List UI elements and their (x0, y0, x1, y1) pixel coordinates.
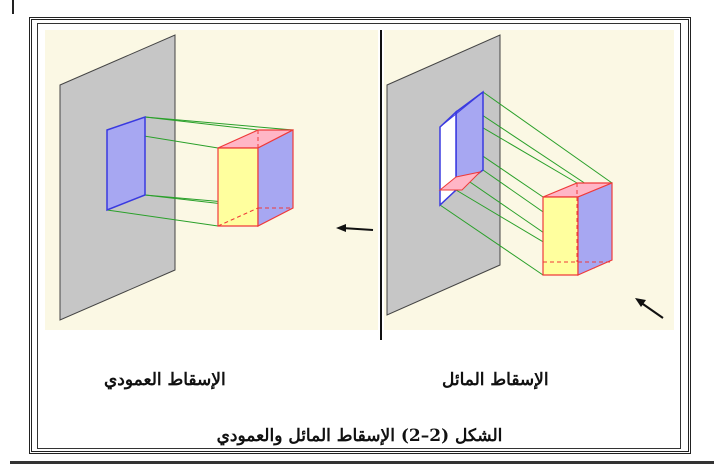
arrow-left-icon (336, 224, 374, 232)
orthographic-projection (59, 34, 374, 321)
top-edge-tick (12, 0, 14, 14)
arrow-up-left-icon (635, 298, 664, 319)
figure-caption: الشكل (2–2) الإسقاط المائل والعمودي (216, 426, 503, 446)
figure-inner-frame (37, 23, 681, 449)
oblique-projection (386, 34, 664, 319)
projected-face-left (106, 115, 146, 212)
prism-right (542, 182, 613, 276)
orthographic-label: الإسقاط العمودي (104, 370, 226, 390)
projected-face-right (438, 90, 484, 207)
oblique-label: الإسقاط المائل (442, 370, 549, 390)
prism-left (217, 129, 294, 227)
bottom-rule (10, 461, 714, 464)
